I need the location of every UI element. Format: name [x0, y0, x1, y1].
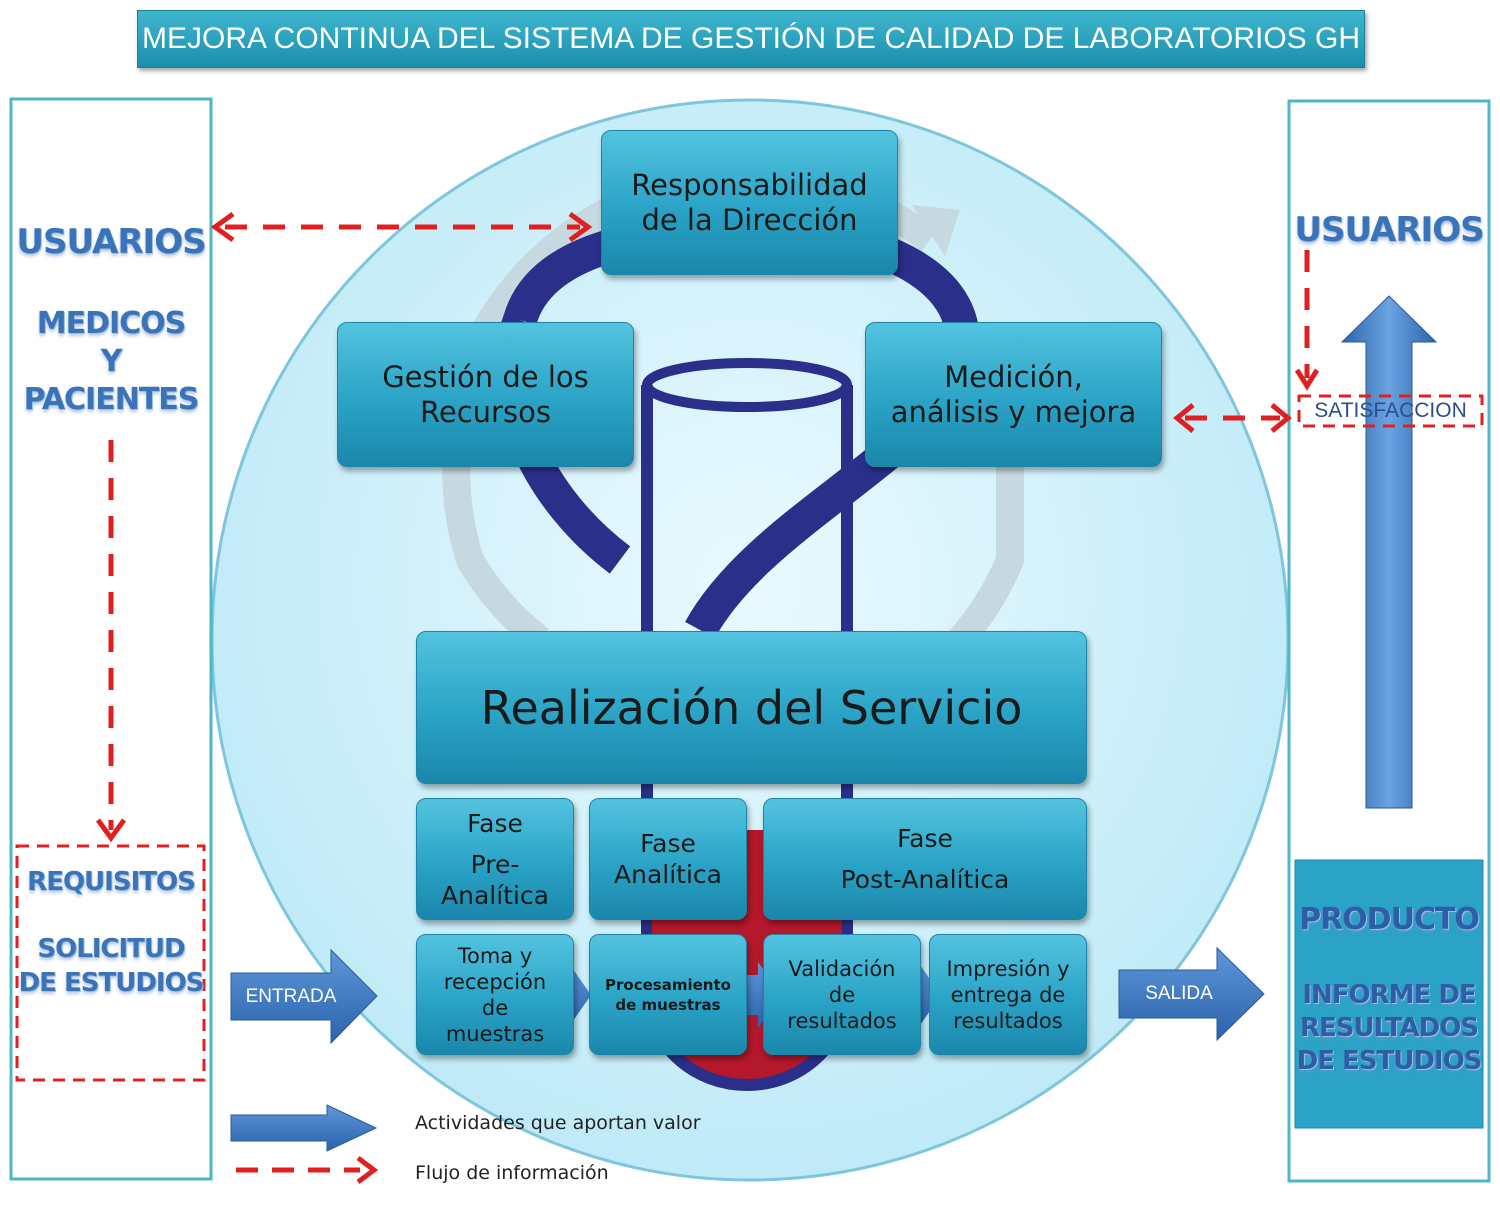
right-usuarios-label: USUARIOS	[1294, 210, 1484, 250]
entrada-arrow	[230, 948, 378, 1045]
responsabilidad-line-2: de la Dirección	[641, 202, 858, 237]
producto-label: PRODUCTO	[1299, 902, 1480, 937]
realizacion-box: Realización del Servicio	[416, 631, 1087, 784]
validacion-box: Validación de resultados	[763, 934, 921, 1055]
post-line-1: Fase	[897, 824, 953, 853]
solicitud-label-2: DE ESTUDIOS	[18, 968, 205, 998]
up-arrow	[1340, 295, 1438, 809]
gestion-line-2: Recursos	[420, 394, 551, 429]
valid-line-2: de	[828, 982, 856, 1007]
legend-flujo-label: Flujo de información	[415, 1162, 609, 1184]
impresion-box: Impresión y entrega de resultados	[929, 934, 1087, 1055]
pre-line-3: Analítica	[441, 880, 549, 910]
fase-analitica-box: Fase Analítica	[589, 798, 747, 920]
responsabilidad-line-1: Responsabilidad	[631, 167, 868, 202]
informe-label-1: INFORME DE	[1302, 980, 1476, 1010]
ana-line-1: Fase	[640, 829, 696, 858]
medicion-line-1: Medición,	[944, 359, 1083, 394]
salida-arrow	[1118, 946, 1265, 1042]
toma-line-1: Toma y	[457, 943, 533, 968]
proc-line-2: de muestras	[615, 995, 721, 1014]
procesamiento-box: Procesamiento de muestras	[589, 934, 747, 1055]
left-pacientes-label: PACIENTES	[23, 382, 200, 417]
post-line-2: Post-Analítica	[840, 865, 1010, 894]
fase-pre-analitica-box: Fase Pre- Analítica	[416, 798, 574, 920]
legend-valor-label: Actividades que aportan valor	[415, 1112, 701, 1134]
entrada-label: ENTRADA	[245, 986, 337, 1007]
informe-label-3: DE ESTUDIOS	[1296, 1046, 1483, 1076]
toma-line-2: recepción	[443, 969, 547, 994]
page-title: MEJORA CONTINUA DEL SISTEMA DE GESTIÓN D…	[137, 10, 1365, 68]
pre-line-1: Fase	[467, 808, 523, 838]
left-usuarios-label: USUARIOS	[16, 222, 206, 262]
satisfaccion-box	[1297, 394, 1484, 428]
left-panel	[9, 97, 213, 1181]
valid-line-3: resultados	[787, 1008, 897, 1033]
producto-box	[1294, 859, 1484, 1129]
impr-line-2: entrega de	[950, 982, 1066, 1007]
realizacion-label: Realización del Servicio	[480, 680, 1023, 735]
satisfaccion-label: SATISFACCION	[1314, 399, 1467, 422]
medicion-line-2: análisis y mejora	[890, 394, 1137, 429]
toma-line-3: de	[481, 995, 509, 1020]
solicitud-label-1: SOLICITUD	[37, 934, 185, 964]
right-panel	[1287, 99, 1491, 1183]
requisitos-box	[15, 844, 206, 1082]
step-arrow-2	[742, 962, 781, 1028]
left-y-label: Y	[100, 344, 123, 379]
legend-value-arrow	[230, 1104, 378, 1152]
medicion-box: Medición, análisis y mejora	[865, 322, 1162, 467]
informe-label-2: RESULTADOS	[1299, 1013, 1479, 1043]
toma-recepcion-box: Toma y recepción de muestras	[416, 934, 574, 1055]
gestion-recursos-box: Gestión de los Recursos	[337, 322, 634, 467]
ana-line-2: Analítica	[614, 860, 722, 889]
responsabilidad-box: Responsabilidad de la Dirección	[601, 130, 898, 275]
valid-line-1: Validación	[788, 956, 896, 981]
impr-line-1: Impresión y	[946, 956, 1070, 981]
toma-line-4: muestras	[445, 1021, 545, 1046]
salida-label: SALIDA	[1145, 983, 1213, 1004]
fase-post-analitica-box: Fase Post-Analítica	[763, 798, 1087, 920]
requisitos-label: REQUISITOS	[27, 867, 196, 897]
gestion-line-1: Gestión de los	[382, 359, 589, 394]
impr-line-3: resultados	[953, 1008, 1063, 1033]
left-medicos-label: MEDICOS	[36, 306, 187, 341]
pre-line-2: Pre-	[470, 849, 520, 879]
proc-line-1: Procesamiento	[605, 975, 731, 994]
